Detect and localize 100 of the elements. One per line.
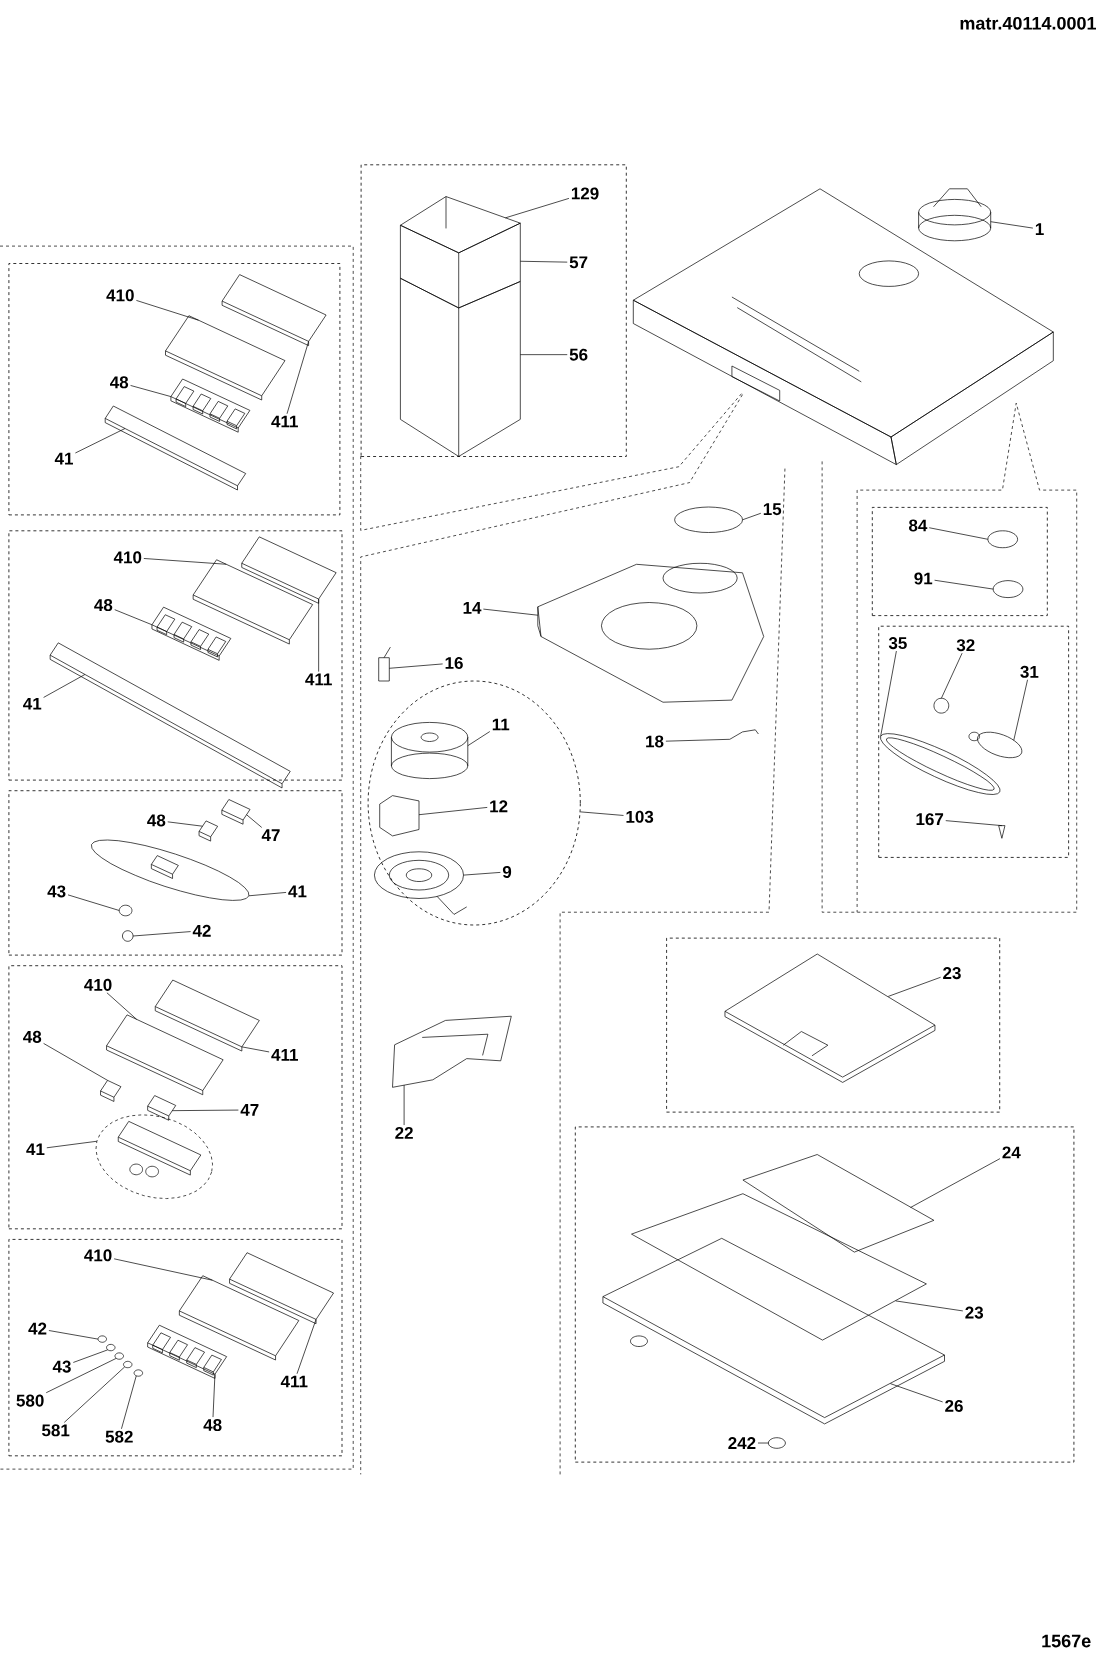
leader-line (990, 221, 1034, 229)
leader-line (910, 1158, 1001, 1208)
leader-line (519, 354, 568, 355)
leader-line (1013, 679, 1028, 741)
control-panel-drawing (91, 839, 250, 901)
callout-number: 411 (280, 1375, 308, 1388)
leader-line (742, 512, 762, 521)
callout-number: 582 (105, 1430, 133, 1443)
callout-number: 22 (395, 1127, 413, 1139)
leader-line (418, 807, 488, 816)
callout-number: 410 (84, 978, 112, 991)
control-strip-drawing (104, 405, 247, 491)
callout-number: 24 (1002, 1146, 1021, 1159)
drawing-number: 1567e (1042, 1634, 1091, 1648)
lamp-holder-drawing (992, 580, 1024, 598)
dashed-panel (666, 937, 1001, 1113)
callout-number: 411 (305, 673, 332, 686)
leader-line (890, 1383, 943, 1403)
circuit-board-drawing (192, 559, 313, 645)
leader-line (143, 558, 227, 565)
callout-number: 410 (113, 551, 142, 564)
knob-drawing (918, 188, 992, 242)
leader-line (167, 821, 203, 827)
filter-drawing (724, 953, 936, 1083)
terminal-box-drawing (379, 795, 420, 837)
leader-line (132, 931, 191, 937)
callout-number: 41 (26, 1143, 45, 1156)
switch-drawing (147, 1095, 177, 1121)
leader-line (43, 1043, 108, 1081)
wire-clip-drawing (729, 729, 759, 740)
leader-line (388, 663, 443, 669)
leader-line (519, 260, 568, 263)
callout-number: 48 (23, 1030, 42, 1043)
screw-drawing (998, 825, 1006, 839)
board-cover-drawing (154, 979, 260, 1052)
bulb-drawing (968, 731, 1023, 759)
callout-number: 41 (288, 885, 307, 898)
leader-line (463, 872, 501, 876)
callout-number: 12 (490, 800, 508, 813)
chimney-section-drawing (400, 222, 521, 309)
control-strip-drawing (49, 642, 291, 789)
motor-drawing (374, 851, 468, 915)
callout-number: 41 (54, 452, 73, 465)
callout-number: 31 (1020, 665, 1039, 678)
dashed-panel (8, 530, 343, 781)
callout-number: 26 (945, 1399, 963, 1412)
knob-drawing (118, 904, 133, 917)
callout-number: 581 (42, 1424, 70, 1437)
callout-number: 43 (47, 885, 66, 898)
leader-line (928, 527, 989, 540)
switch-drawing (100, 1080, 122, 1102)
leader-line (403, 1084, 405, 1126)
dashed-panel (8, 263, 341, 516)
duct-drawing (392, 1015, 512, 1088)
callout-number: 48 (110, 376, 129, 389)
leader-line (106, 992, 137, 1020)
callout-number: 48 (203, 1419, 222, 1432)
leader-line (895, 1300, 964, 1312)
push-buttons-drawing (151, 606, 232, 661)
callout-number: 57 (569, 256, 588, 269)
dashed-panel (8, 1239, 343, 1457)
callout-number: 23 (943, 967, 961, 980)
callout-number: 580 (16, 1394, 44, 1407)
callout-number: 47 (240, 1104, 259, 1116)
leader-line (483, 608, 539, 616)
callout-number: 103 (626, 810, 654, 823)
dashed-panel (360, 164, 627, 457)
push-buttons-drawing (147, 1324, 227, 1379)
leader-line (114, 609, 153, 626)
control-panel-drawing (95, 1114, 213, 1199)
board-cover-drawing (241, 536, 337, 604)
leader-line (580, 811, 624, 816)
knob-drawing (122, 930, 134, 942)
fan-wheel-drawing (391, 722, 469, 779)
leader-line (286, 341, 309, 415)
nut-drawing (933, 697, 950, 714)
callout-number: 167 (916, 813, 944, 826)
callout-number: 9 (502, 865, 512, 878)
callout-number: 43 (52, 1360, 71, 1373)
circuit-board-drawing (106, 1014, 224, 1096)
leader-line (63, 1366, 126, 1423)
callout-number: 41 (23, 697, 42, 710)
grease-filter-drawing (742, 1154, 935, 1253)
leader-line (318, 598, 319, 672)
dashed-panel (871, 507, 1048, 616)
leader-line (75, 428, 126, 454)
leader-line (46, 1140, 98, 1149)
spring-drawing (133, 1369, 143, 1377)
capacitor-drawing (378, 646, 391, 682)
leader-line (880, 650, 897, 737)
clip-drawing (768, 1437, 786, 1449)
leader-line (887, 976, 941, 997)
callout-number: 14 (463, 601, 482, 614)
leader-line (296, 1319, 317, 1375)
knob-drawing (198, 820, 218, 842)
leader-line (45, 1357, 117, 1394)
leader-line (130, 385, 172, 397)
knob-drawing (106, 1344, 116, 1352)
leader-line (72, 1349, 109, 1363)
callout-number: 32 (956, 639, 975, 652)
